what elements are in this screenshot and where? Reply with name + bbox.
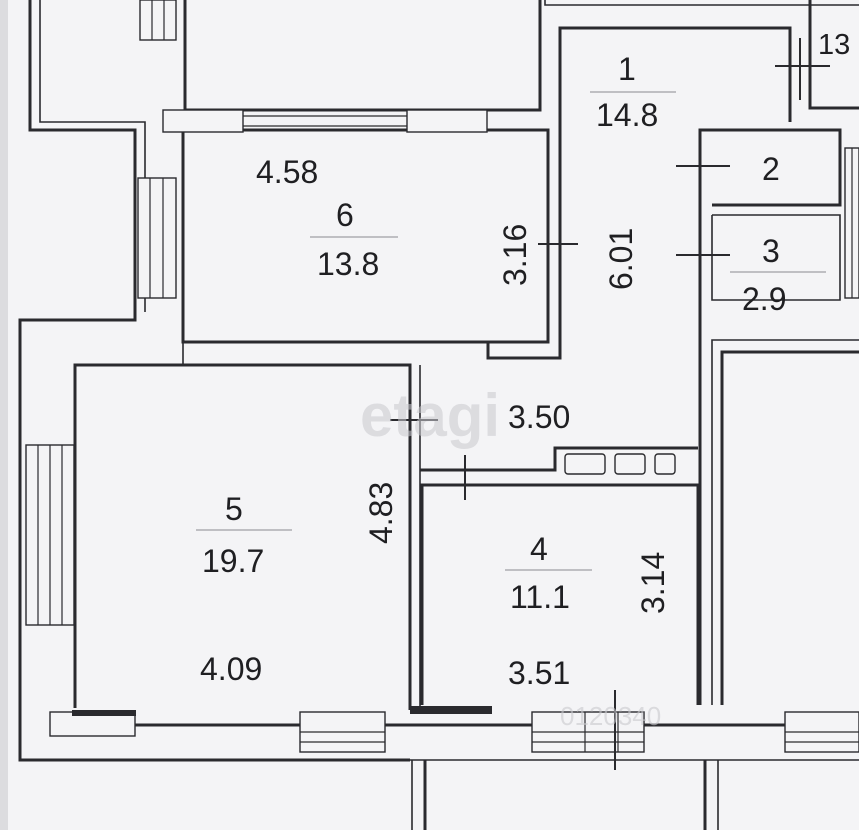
room-number: 13 <box>818 29 850 61</box>
room-3: 3 2.9 <box>730 233 826 317</box>
room-1: 1 14.8 <box>590 51 676 133</box>
room-5: 5 19.7 4.83 4.09 <box>196 482 399 687</box>
room-13: 13 <box>818 29 850 61</box>
room-area: 11.1 <box>510 579 570 615</box>
room-number: 5 <box>225 491 243 527</box>
kitchen-fixtures <box>564 453 676 475</box>
room4-width: 3.51 <box>508 655 570 691</box>
room6-width: 4.58 <box>256 154 318 190</box>
room-number: 6 <box>336 197 354 233</box>
room-area: 14.8 <box>596 97 658 133</box>
hall-length: 6.01 <box>603 228 639 290</box>
windows <box>25 0 859 753</box>
room-2: 2 <box>762 151 780 187</box>
room-number: 3 <box>762 233 780 269</box>
room6-depth: 3.16 <box>497 224 533 286</box>
room5-width: 4.09 <box>200 651 262 687</box>
paper-sheet <box>8 0 859 830</box>
walls <box>18 0 859 830</box>
corridor-width: 3.50 <box>508 399 570 435</box>
room-area: 13.8 <box>317 246 379 282</box>
room-number: 1 <box>618 51 636 87</box>
room-number: 4 <box>530 531 548 567</box>
room-6: 4.58 6 13.8 3.16 <box>256 154 533 286</box>
doors <box>390 38 830 770</box>
room-number: 2 <box>762 151 780 187</box>
room5-depth: 4.83 <box>363 482 399 544</box>
room-area: 2.9 <box>742 281 786 317</box>
watermark-brand: etagi <box>360 382 500 449</box>
room4-depth: 3.14 <box>635 552 671 614</box>
hall: 6.01 3.50 <box>508 228 639 435</box>
watermark-code: 0120340 <box>560 701 661 731</box>
room-4: 4 11.1 3.14 3.51 <box>505 531 671 691</box>
room-area: 19.7 <box>202 543 264 579</box>
